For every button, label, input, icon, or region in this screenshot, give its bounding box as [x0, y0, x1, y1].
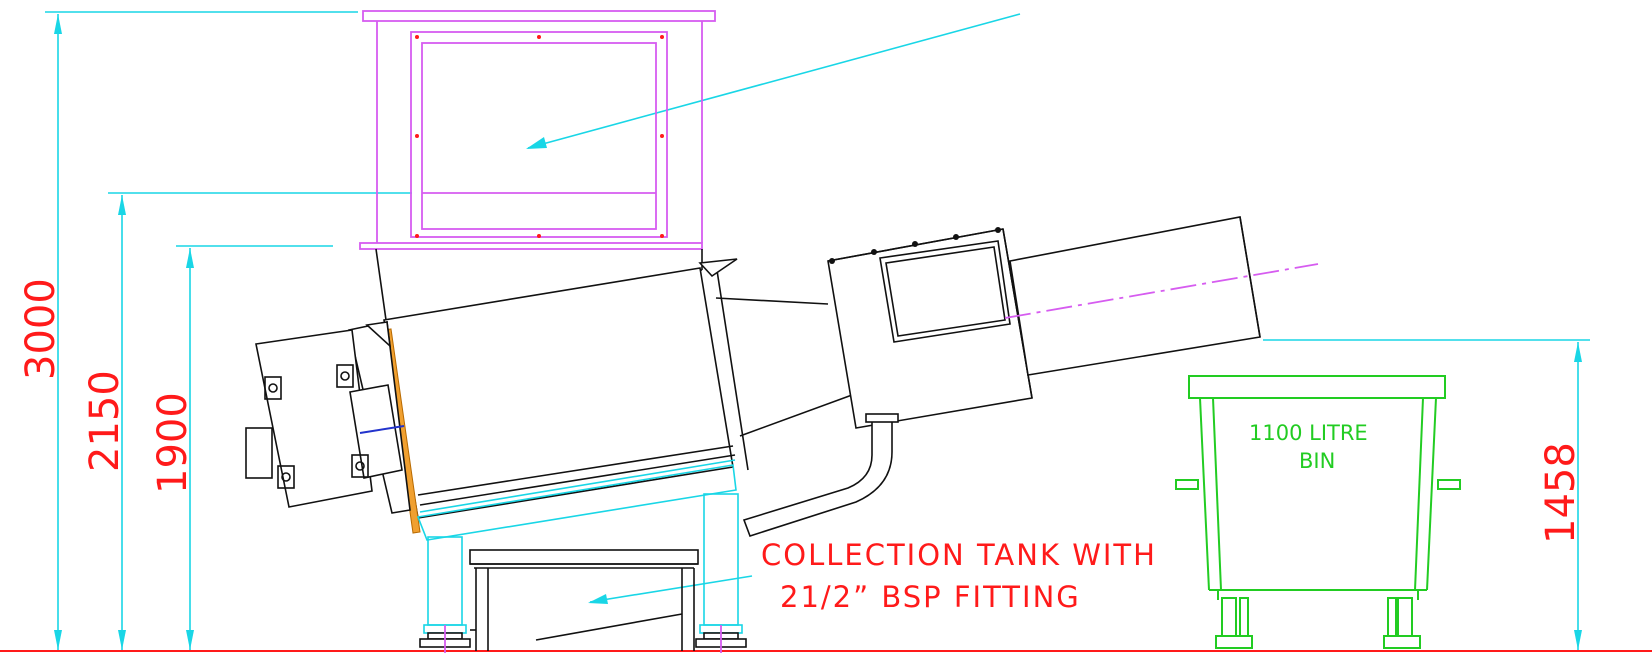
motor-gearbox: [245, 329, 405, 508]
collection-tank-note-line1: COLLECTION TANK WITH: [761, 538, 1157, 572]
drain-pipe: [742, 413, 899, 537]
dim-text-overall: 3000: [18, 278, 64, 380]
dimension-overall-height: [45, 11, 358, 650]
hopper-leader-arrow: [526, 13, 1021, 149]
dim-text-inlet: 1900: [150, 392, 196, 494]
collection-tank: [469, 549, 699, 651]
main-drum: [375, 248, 749, 519]
bin-label-line1: 1100 LITRE: [1249, 421, 1368, 445]
dimension-hopper-top-height: [108, 192, 412, 650]
dimension-discharge-height: [1263, 339, 1590, 650]
dim-text-discharge: 1458: [1538, 442, 1584, 544]
transition-chute: [715, 297, 853, 437]
hopper: [359, 10, 716, 250]
dim-text-hopper-top: 2150: [82, 370, 128, 472]
hopper-bolts: [415, 35, 664, 238]
support-frame: [416, 459, 747, 653]
bin-wheels: [1215, 590, 1421, 649]
waste-bin: [1175, 375, 1461, 649]
bin-label-line2: BIN: [1299, 449, 1335, 473]
dimension-inlet-height: [176, 245, 333, 650]
collection-tank-note-line2: 21/2” BSP FITTING: [780, 580, 1081, 614]
collection-tank-leader-arrow: [588, 575, 753, 604]
leveling-feet: [419, 625, 747, 653]
screen-housing: [827, 227, 1033, 429]
discharge-tube: [1004, 216, 1319, 376]
